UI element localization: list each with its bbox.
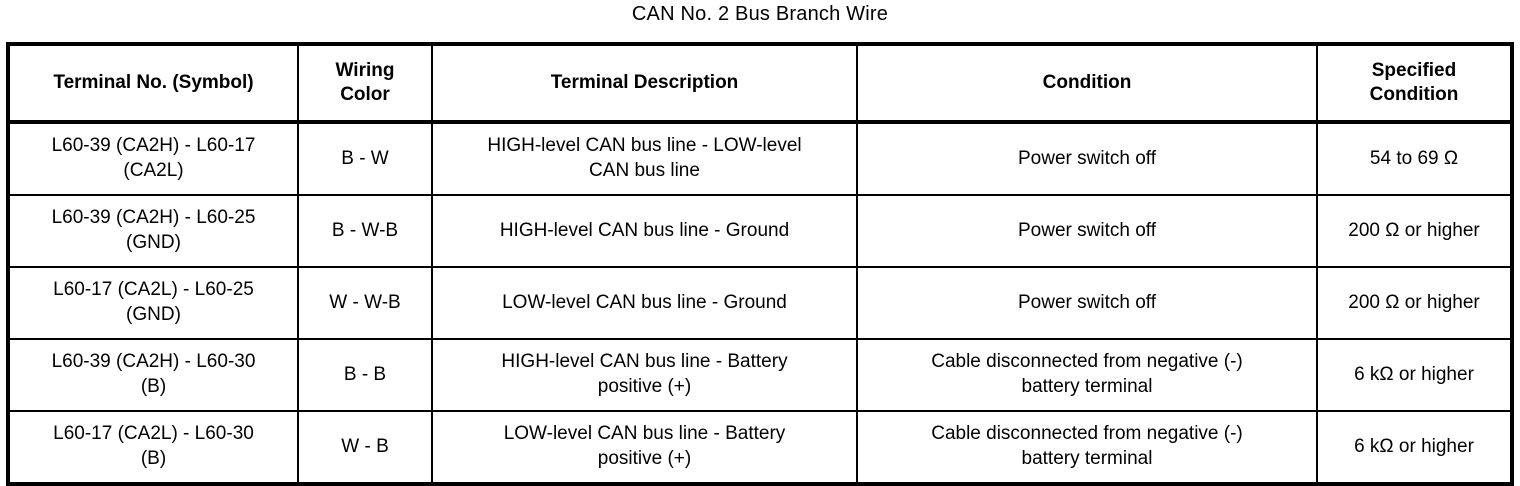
cell-specified-condition: 54 to 69 Ω <box>1316 121 1513 196</box>
cell-wiring-color: B - B <box>297 338 433 412</box>
cell-wiring-color: W - B <box>297 410 433 485</box>
header-condition: Condition <box>856 43 1318 124</box>
header-terminal-description: Terminal Description <box>431 43 858 124</box>
cell-condition: Power switch off <box>856 121 1318 196</box>
table-row: L60-39 (CA2H) - L60-30 (B) B - B HIGH-le… <box>7 338 1513 412</box>
cell-wiring-color: W - W-B <box>297 266 433 340</box>
cell-terminal-description: HIGH-level CAN bus line - LOW-level CAN … <box>431 121 858 196</box>
cell-condition: Cable disconnected from negative (-) bat… <box>856 410 1318 485</box>
table-title: CAN No. 2 Bus Branch Wire <box>631 3 889 25</box>
header-row: Terminal No. (Symbol) Wiring Color Termi… <box>7 43 1513 124</box>
cell-specified-condition: 6 kΩ or higher <box>1316 338 1513 412</box>
table-row: L60-17 (CA2L) - L60-25 (GND) W - W-B LOW… <box>7 266 1513 340</box>
cell-terminal-description: LOW-level CAN bus line - Battery positiv… <box>431 410 858 485</box>
cell-terminal-no: L60-39 (CA2H) - L60-25 (GND) <box>7 194 299 268</box>
header-specified-condition: Specified Condition <box>1316 43 1513 124</box>
table-row: L60-17 (CA2L) - L60-30 (B) W - B LOW-lev… <box>7 410 1513 485</box>
cell-terminal-no: L60-39 (CA2H) - L60-17 (CA2L) <box>7 121 299 196</box>
cell-condition: Cable disconnected from negative (-) bat… <box>856 338 1318 412</box>
cell-terminal-description: LOW-level CAN bus line - Ground <box>431 266 858 340</box>
table-body: L60-39 (CA2H) - L60-17 (CA2L) B - W HIGH… <box>7 121 1513 485</box>
table-header: Terminal No. (Symbol) Wiring Color Termi… <box>7 43 1513 124</box>
cell-specified-condition: 6 kΩ or higher <box>1316 410 1513 485</box>
cell-wiring-color: B - W <box>297 121 433 196</box>
cell-terminal-no: L60-17 (CA2L) - L60-30 (B) <box>7 410 299 485</box>
cell-terminal-no: L60-17 (CA2L) - L60-25 (GND) <box>7 266 299 340</box>
cell-condition: Power switch off <box>856 266 1318 340</box>
cell-specified-condition: 200 Ω or higher <box>1316 266 1513 340</box>
cell-terminal-no: L60-39 (CA2H) - L60-30 (B) <box>7 338 299 412</box>
cell-terminal-description: HIGH-level CAN bus line - Battery positi… <box>431 338 858 412</box>
header-terminal-no: Terminal No. (Symbol) <box>7 43 299 124</box>
header-wiring-color: Wiring Color <box>297 43 433 124</box>
cell-wiring-color: B - W-B <box>297 194 433 268</box>
can-bus-branch-wire-table: Terminal No. (Symbol) Wiring Color Termi… <box>6 42 1514 486</box>
cell-terminal-description: HIGH-level CAN bus line - Ground <box>431 194 858 268</box>
table-row: L60-39 (CA2H) - L60-25 (GND) B - W-B HIG… <box>7 194 1513 268</box>
cell-specified-condition: 200 Ω or higher <box>1316 194 1513 268</box>
cell-condition: Power switch off <box>856 194 1318 268</box>
table-row: L60-39 (CA2H) - L60-17 (CA2L) B - W HIGH… <box>7 121 1513 196</box>
